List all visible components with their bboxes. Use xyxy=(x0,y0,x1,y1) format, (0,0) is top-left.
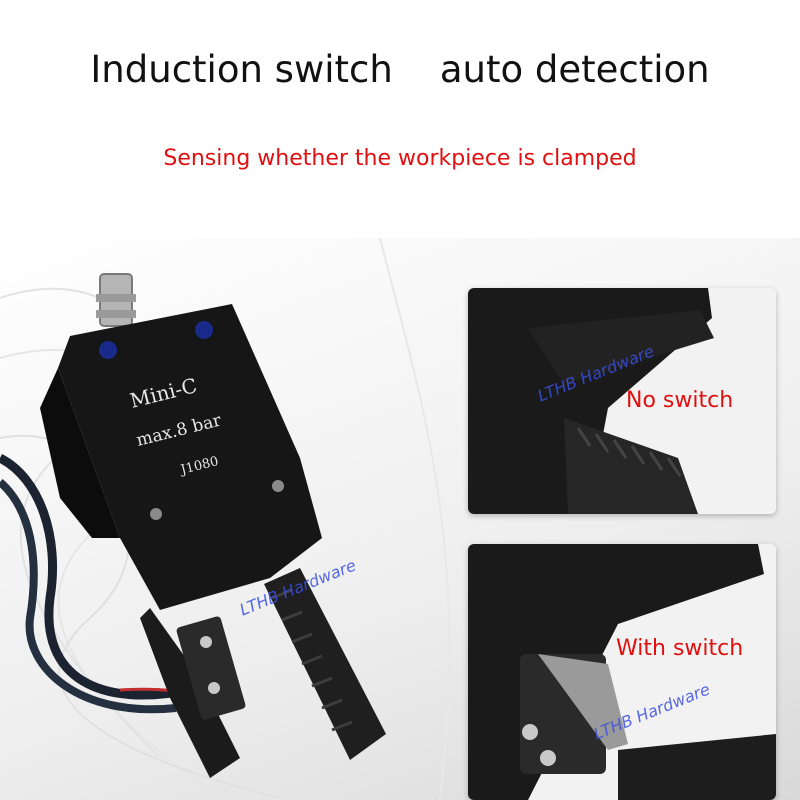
inset-no-switch: No switch LTHB Hardware xyxy=(468,288,776,514)
product-photo: Mini-C max.8 bar J1080 LTHB Hardware xyxy=(0,238,800,800)
micro-switch xyxy=(176,616,246,720)
jaw-closeup-switch xyxy=(468,544,776,800)
gripper-body xyxy=(58,304,322,610)
mounting-hole xyxy=(99,341,117,359)
mounting-hole xyxy=(195,321,213,339)
inset-label-no-switch: No switch xyxy=(626,388,734,413)
subline: Sensing whether the workpiece is clamped xyxy=(163,146,637,171)
inset-label-with-switch: With switch xyxy=(616,636,744,661)
headline: Induction switch auto detection xyxy=(90,48,710,91)
gripper-jaw-fixed xyxy=(140,608,240,778)
jaw-closeup xyxy=(468,288,776,514)
inset-with-switch: With switch LTHB Hardware xyxy=(468,544,776,800)
cable xyxy=(0,453,191,700)
gripper-device: Mini-C max.8 bar J1080 xyxy=(0,273,386,778)
